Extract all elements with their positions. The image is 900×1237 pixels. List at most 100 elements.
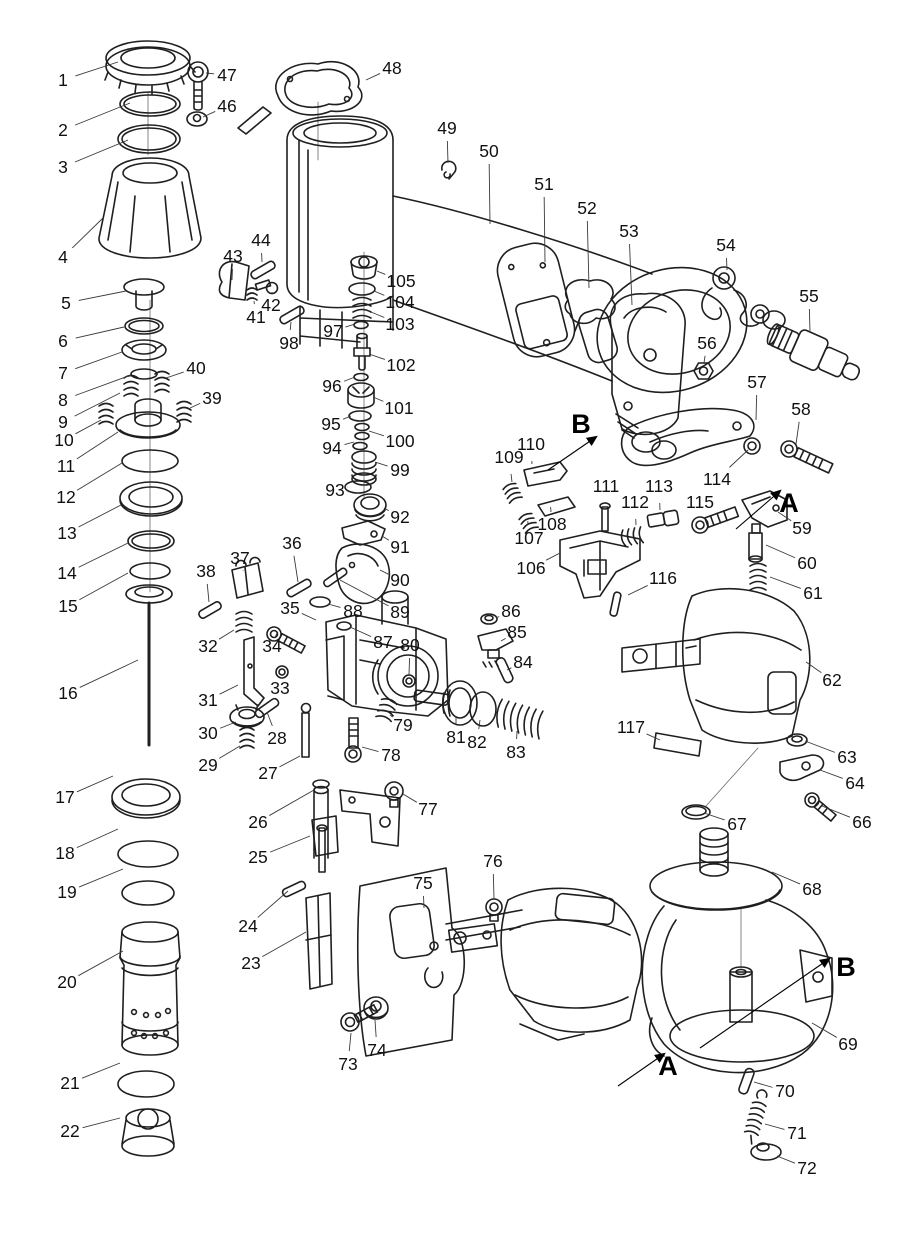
leader-line-68: [771, 871, 801, 885]
leader-line-48: [365, 73, 381, 81]
part-number-label-90: 90: [390, 570, 410, 590]
leader-line-94: [344, 441, 355, 446]
leader-line-29: [218, 745, 241, 759]
leader-line-76: [492, 873, 495, 900]
part-93-o-ring: [344, 480, 372, 494]
part-number-label-73: 73: [338, 1054, 357, 1074]
leader-line-35: [301, 613, 317, 621]
leader-line-60: [765, 544, 796, 559]
part-11-valve-hub: [115, 398, 181, 439]
part-number-label-31: 31: [198, 690, 217, 710]
part-number-label-10: 10: [54, 430, 74, 450]
leader-line-58: [795, 421, 800, 445]
part-number-label-26: 26: [248, 812, 267, 832]
leader-line-34: [274, 633, 277, 639]
leader-line-15: [79, 572, 129, 601]
part-114-washer: [743, 437, 761, 455]
leader-line-97: [345, 323, 356, 328]
part-number-label-38: 38: [196, 561, 215, 581]
part-101-valve-piston: [347, 382, 375, 409]
part-number-label-78: 78: [381, 745, 400, 765]
part-91-trigger-lever: [341, 520, 386, 546]
part-number-label-36: 36: [282, 533, 301, 553]
part-89-pin: [323, 567, 348, 588]
part-24-pin: [281, 880, 307, 898]
leader-line-77: [402, 793, 418, 803]
part-number-label-109: 109: [494, 447, 523, 467]
part-63-washer: [786, 733, 808, 747]
part-number-label-5: 5: [61, 293, 71, 313]
part-107-spring: [518, 512, 539, 534]
part-number-label-19: 19: [57, 882, 76, 902]
part-27-rod: [300, 702, 312, 758]
leader-line-104: [373, 290, 385, 296]
part-guide-bracket: [339, 789, 401, 847]
leader-line-10: [75, 419, 102, 435]
part-46-washer: [186, 111, 208, 127]
part-69-magazine-bowl: [641, 899, 834, 1074]
leader-line-19: [78, 868, 124, 888]
part-32-spring: [235, 610, 253, 633]
leader-line-13: [78, 504, 122, 528]
part-number-label-3: 3: [58, 157, 68, 177]
part-34-bolt: [266, 626, 306, 654]
leader-line-91: [381, 535, 390, 541]
section-arrow-b-2: [699, 957, 831, 1049]
leader-line-38: [206, 583, 210, 603]
part-2-o-ring: [119, 91, 181, 117]
part-102-valve-stem: [353, 332, 371, 371]
part-number-label-6: 6: [58, 331, 68, 351]
part-113-latch: [646, 509, 680, 528]
part-59-bracket: [741, 490, 788, 528]
part-number-label-106: 106: [516, 558, 545, 578]
part-number-label-24: 24: [238, 916, 258, 936]
part-number-label-33: 33: [270, 678, 289, 698]
section-letter-a-3: A: [658, 1051, 678, 1081]
section-letter-b-0: B: [571, 409, 591, 439]
part-number-label-98: 98: [279, 333, 298, 353]
part-5-valve-cap: [123, 278, 165, 311]
part-55-air-fitting: [766, 323, 861, 381]
part-40-spring: [154, 370, 170, 393]
leader-line-5: [78, 290, 127, 301]
part-33-nut: [275, 665, 289, 679]
part-4-top-cap: [98, 157, 202, 259]
part-105-valve-cap: [350, 255, 378, 280]
part-number-label-74: 74: [367, 1040, 387, 1060]
leader-line-32: [218, 629, 235, 640]
leader-line-101: [372, 396, 384, 402]
part-number-label-60: 60: [797, 553, 817, 573]
part-number-label-68: 68: [802, 879, 821, 899]
part-73-bolt: [340, 1004, 379, 1032]
leader-line-39: [189, 402, 201, 409]
part-15-o-ring: [129, 562, 171, 580]
part-47-bolt: [187, 61, 209, 111]
part-60-valve-stem: [748, 523, 763, 563]
leader-line-82: [478, 719, 481, 730]
leader-line-3: [74, 139, 129, 163]
part-66-bolt: [804, 792, 837, 822]
leader-line-30: [219, 721, 237, 729]
part-number-label-87: 87: [373, 632, 392, 652]
leader-line-85: [500, 637, 506, 642]
part-number-label-111: 111: [593, 476, 620, 496]
part-49-clip: [441, 160, 457, 180]
part-number-label-77: 77: [418, 799, 437, 819]
leader-line-61: [769, 576, 801, 589]
leader-line-74: [374, 1019, 377, 1038]
section-arrow-a-1: [735, 489, 782, 530]
part-number-label-88: 88: [343, 601, 362, 621]
part-number-label-32: 32: [198, 636, 217, 656]
part-number-label-102: 102: [386, 355, 415, 375]
leader-line-2: [74, 102, 131, 126]
part-26-guide-tube: [312, 779, 330, 859]
part-44-pin: [250, 260, 276, 280]
part-8-ring: [130, 368, 158, 380]
leader-line-56: [703, 355, 706, 364]
part-42-steel-ball: [265, 281, 279, 295]
part-7-valve-seat: [121, 339, 167, 361]
part-97-o-ring: [353, 320, 369, 330]
part-106-latch-base: [559, 530, 641, 599]
leader-line-7: [75, 351, 123, 370]
part-83-spring: [496, 698, 544, 740]
